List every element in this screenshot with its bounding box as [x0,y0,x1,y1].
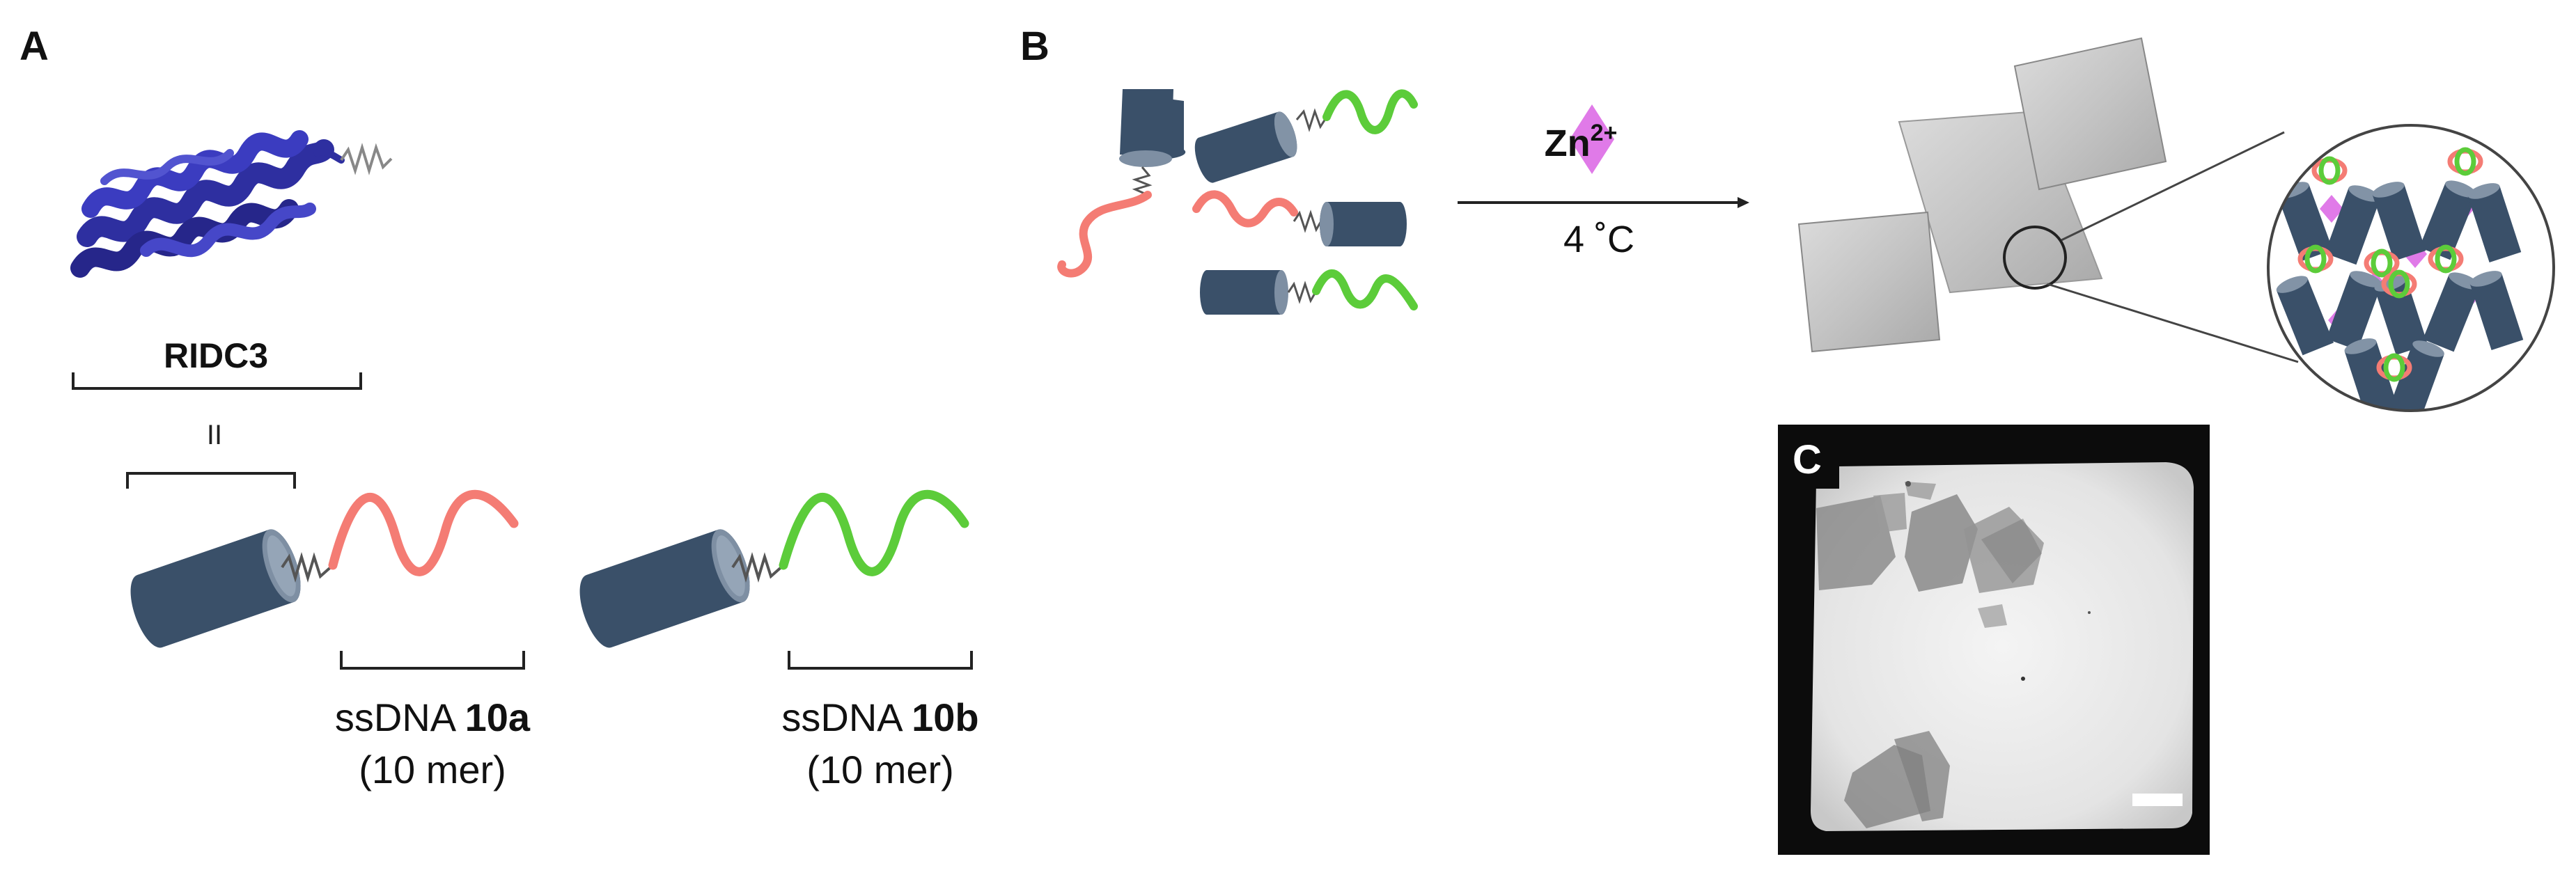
reaction-arrow [1458,197,1749,208]
zinc-ion-marker [1570,104,1614,174]
lattice-zoom-outline [2267,124,2555,412]
ssdna-10a-strand [328,489,519,576]
conjugate-10b [572,489,969,653]
ridc3-linker [340,143,393,175]
lattice-zoom [2267,124,2555,412]
crystal-sheets [1797,37,2299,363]
mixture-conjugate-green-2 [1200,269,1418,315]
ssdna-10a-bracket [340,651,525,670]
panel-c-tem-image: C [1778,425,2210,855]
temperature-label: 4 ˚C [1563,219,1634,260]
lattice-contents [2274,147,2524,411]
ssdna-10b-label: ssDNA 10b [781,695,978,739]
ridc3-label: RIDC3 [164,336,268,375]
equals-sign: II [207,420,222,450]
zinc-ion-label: Zn2+ [1545,120,1618,164]
panel-a: A RIDC3 II ssDNA 10a (10 mer) [19,24,979,791]
panel-c-letter: C [1793,437,1822,482]
ridc3-ribbon-structure [70,130,393,278]
zoom-line-bottom [2047,283,2299,363]
tem-crystals [1816,481,2091,828]
crystal-sheet-left [1797,211,1941,353]
ssdna-10a-label: ssDNA 10a [335,695,531,739]
lattice-dna-duplexes [2297,147,2483,382]
mixture-conjugate-red-2 [1192,190,1407,246]
zoom-line-top [2061,131,2285,242]
panel-b-letter: B [1020,24,1049,69]
cylinder-bracket [126,472,296,489]
zoom-source-circle [2003,226,2067,290]
crystal-sheet-top [2013,37,2167,191]
ssdna-10b-length: (10 mer) [806,748,954,791]
ssdna-10b-bracket [788,651,973,670]
conjugate-mixture [1057,89,1418,315]
conjugate-10a [123,489,519,653]
mixture-conjugate-red-1 [1057,89,1186,278]
linker-10a [281,552,334,583]
ridc3-bracket [72,372,362,390]
ssdna-10b-strand [779,489,969,576]
tem-scale-bar [2132,794,2183,806]
ssdna-10a-length: (10 mer) [359,748,506,791]
mixture-conjugate-green-1 [1190,89,1418,186]
panel-b: B [1020,24,2555,412]
panel-a-letter: A [19,24,49,69]
linker-10b [731,552,785,583]
panel-c-letter-box [1778,425,1839,489]
